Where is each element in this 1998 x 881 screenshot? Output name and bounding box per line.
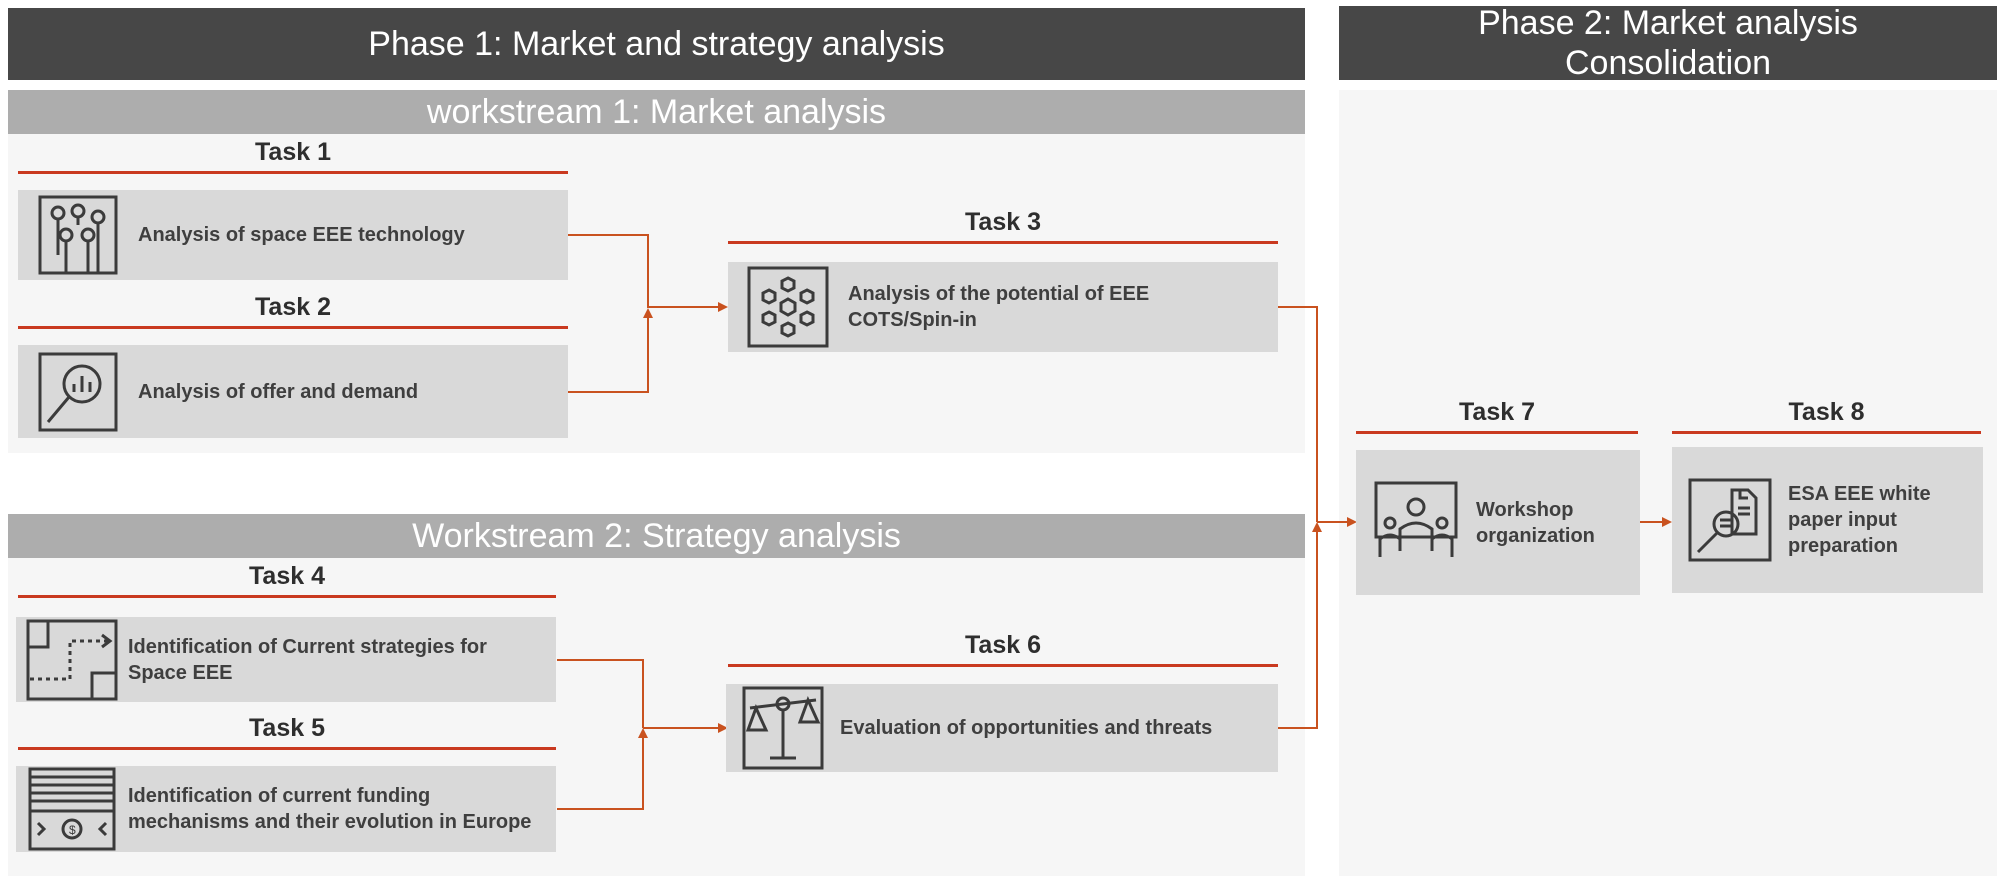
connector-task4 [557, 659, 644, 728]
people-group-icon [1356, 450, 1476, 595]
route-map-icon [16, 617, 128, 702]
task1-text: Analysis of space EEE technology [138, 224, 465, 246]
phase1-header: Phase 1: Market and strategy analysis [8, 8, 1305, 80]
connector-task3 [1278, 306, 1318, 522]
task4-box: Identification of Current strategies for… [16, 617, 556, 702]
task4-text: Identification of Current strategies for… [128, 635, 487, 684]
hexagon-network-icon [728, 262, 848, 352]
task3-box: Analysis of the potential of EEE COTS/Sp… [728, 262, 1278, 352]
svg-text:$: $ [69, 823, 76, 837]
task1-label: Task 1 [18, 134, 568, 174]
task7-box: Workshop organization [1356, 450, 1640, 595]
phase1-title: Phase 1: Market and strategy analysis [368, 25, 945, 63]
connector-task1 [568, 234, 649, 308]
task5-box: $ Identification of current funding mech… [16, 766, 556, 852]
phase2-header: Phase 2: Market analysis Consolidation [1339, 4, 1997, 82]
task6-text: Evaluation of opportunities and threats [840, 717, 1213, 739]
market-search-icon [18, 345, 138, 438]
task2-box: Analysis of offer and demand [18, 345, 568, 438]
task1-box: Analysis of space EEE technology [18, 190, 568, 280]
workstream2-title: Workstream 2: Strategy analysis [412, 516, 901, 555]
phase2-title-line1: Phase 2: Market analysis [1478, 4, 1858, 42]
workstream2-header: Workstream 2: Strategy analysis [8, 514, 1305, 558]
task7-text: Workshop organization [1476, 498, 1595, 547]
circuit-icon [18, 190, 138, 280]
phase2-title-line2: Consolidation [1564, 44, 1772, 82]
connector-task6 [1278, 522, 1322, 729]
task2-label: Task 2 [18, 289, 568, 329]
task4-label: Task 4 [18, 558, 556, 598]
task5-label: Task 5 [18, 710, 556, 750]
document-search-icon [1672, 447, 1788, 593]
money-icon: $ [16, 766, 128, 852]
balance-scale-icon [726, 684, 840, 772]
task8-label: Task 8 [1672, 390, 1981, 434]
task3-text: Analysis of the potential of EEE COTS/Sp… [848, 283, 1150, 331]
task8-text: ESA EEE white paper input preparation [1788, 483, 1931, 557]
task2-text: Analysis of offer and demand [138, 380, 419, 403]
connector-task5 [557, 728, 648, 810]
task7-label: Task 7 [1356, 390, 1638, 434]
task3-label: Task 3 [728, 204, 1278, 244]
task5-text: Identification of current funding mechan… [128, 785, 532, 833]
task6-box: Evaluation of opportunities and threats [726, 684, 1278, 772]
task8-box: ESA EEE white paper input preparation [1672, 447, 1983, 593]
workstream1-header: workstream 1: Market analysis [8, 90, 1305, 134]
workstream1-title: workstream 1: Market analysis [426, 92, 887, 131]
task6-label: Task 6 [728, 627, 1278, 667]
connector-task2 [568, 308, 653, 393]
